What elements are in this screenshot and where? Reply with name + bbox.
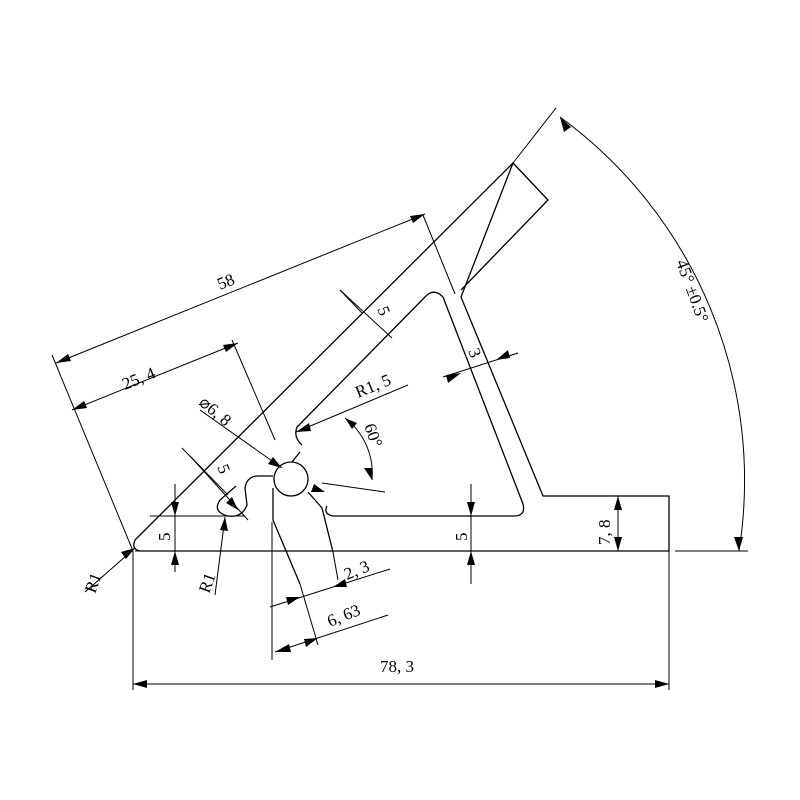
dimension-lines <box>55 116 746 685</box>
dimension-labels: 58 25, 4 45° ±0.5° 5 3 R1, 5 ⌀6, 8 60° 5… <box>81 257 713 676</box>
dim-25-4-label: 25, 4 <box>119 363 158 394</box>
dim-58-label: 58 <box>214 270 237 294</box>
dim-2-3-label: 2, 3 <box>341 557 372 584</box>
dim-5-top-label: 5 <box>373 303 394 318</box>
dim-3-label: 3 <box>464 345 485 360</box>
dim-6-63-label: 6, 63 <box>324 600 363 630</box>
dim-5-right-label: 5 <box>452 533 471 542</box>
dim-5-left-label: 5 <box>155 533 174 542</box>
profile-outline <box>133 161 670 585</box>
extension-lines <box>51 107 748 690</box>
dim-60-deg-label: 60° <box>360 421 386 450</box>
dim-5-diagonal-label: 5 <box>213 461 234 476</box>
dim-r1-outer-label: R1 <box>81 570 106 595</box>
arrowheads <box>56 117 743 688</box>
dim-r1-5-label: R1, 5 <box>352 370 393 401</box>
dim-7-8-label: 7, 8 <box>595 520 614 546</box>
dim-45-deg-label: 45° ±0.5° <box>672 257 712 325</box>
dim-phi-6-8-label: ⌀6, 8 <box>195 393 235 431</box>
dim-78-3-label: 78, 3 <box>380 657 414 676</box>
